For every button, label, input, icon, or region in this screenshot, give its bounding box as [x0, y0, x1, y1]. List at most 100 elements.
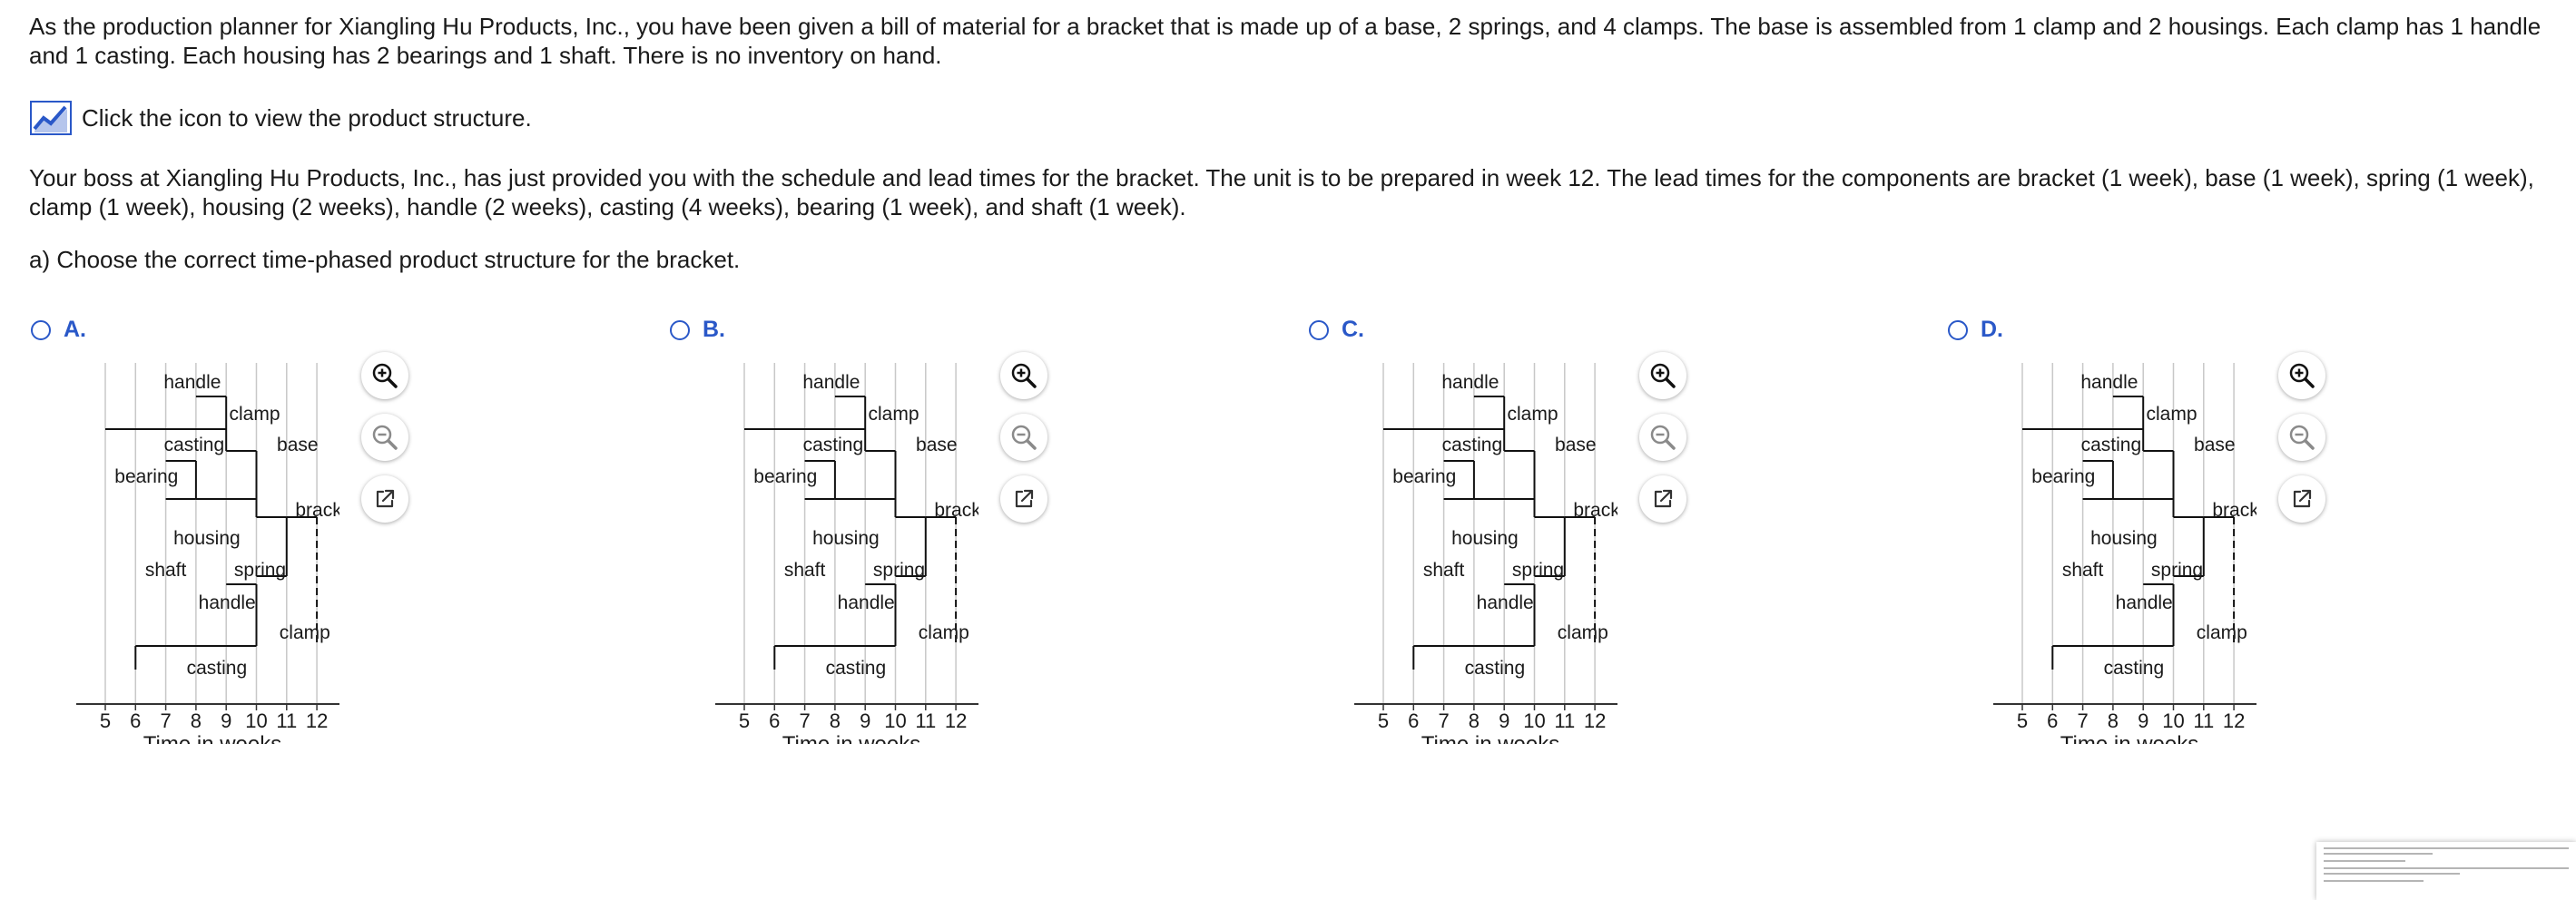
option-label: C.	[1342, 317, 1364, 342]
tick-label: 5	[2017, 709, 2028, 732]
zoom-in-icon	[372, 363, 398, 388]
zoom-in-button[interactable]	[1000, 352, 1047, 399]
tick-label: 11	[1554, 709, 1575, 732]
tick-label: 9	[2138, 709, 2148, 732]
tick-label: 6	[130, 709, 141, 732]
radio-button[interactable]	[31, 319, 51, 340]
thumbnail-line	[2324, 873, 2460, 875]
label-base: base	[277, 435, 319, 455]
label-casting: casting	[2104, 658, 2165, 679]
label-clamp: clamp	[2197, 622, 2247, 643]
radio-button[interactable]	[670, 319, 690, 340]
product-structure-diagram: 56789101112Time in weekshandleclampcasti…	[1354, 363, 1617, 744]
tick-label: 5	[100, 709, 111, 732]
open-in-new-window-button[interactable]	[1639, 475, 1686, 523]
zoom-in-button[interactable]	[361, 352, 408, 399]
tick-label: 12	[1584, 709, 1606, 732]
label-handle: handle	[2080, 372, 2138, 393]
label-shaft: shaft	[784, 560, 826, 581]
zoom-in-icon	[1011, 363, 1037, 388]
option-label: B.	[703, 317, 725, 342]
open-in-new-window-button[interactable]	[2278, 475, 2325, 523]
radio-button[interactable]	[1309, 319, 1329, 340]
tick-label: 6	[769, 709, 780, 732]
open-in-new-window-button[interactable]	[1000, 475, 1047, 523]
option-label: D.	[1981, 317, 2003, 342]
tick-label: 5	[739, 709, 750, 732]
option-c-radio-group[interactable]: C.	[1309, 317, 1364, 343]
tick-label: 11	[915, 709, 936, 732]
label-bearing: bearing	[753, 466, 817, 487]
zoom-out-button[interactable]	[1000, 414, 1047, 461]
tick-label: 10	[1523, 709, 1545, 732]
zoom-in-icon	[1650, 363, 1676, 388]
option-a[interactable]: A. 56789101112Time in weekshandleclampca…	[31, 313, 430, 785]
product-structure-diagram: 56789101112Time in weekshandleclampcasti…	[76, 363, 339, 744]
zoom-out-button[interactable]	[1639, 414, 1686, 461]
radio-button[interactable]	[1948, 319, 1968, 340]
question-paragraph-1: As the production planner for Xiangling …	[29, 13, 2542, 69]
chart-icon[interactable]	[29, 100, 73, 136]
option-a-radio-group[interactable]: A.	[31, 317, 86, 343]
product-structure-diagram: 56789101112Time in weekshandleclampcasti…	[715, 363, 978, 744]
tick-label: 7	[2077, 709, 2088, 732]
open-in-new-window-button[interactable]	[361, 475, 408, 523]
label-clamp: clamp	[2146, 404, 2197, 425]
product-structure-link[interactable]: Click the icon to view the product struc…	[29, 100, 532, 136]
page-thumbnail[interactable]	[2316, 842, 2576, 900]
label-base: base	[916, 435, 958, 455]
label-bearing: bearing	[2031, 466, 2095, 487]
label-casting: casting	[2081, 435, 2142, 455]
zoom-out-button[interactable]	[2278, 414, 2325, 461]
product-structure-text: Click the icon to view the product struc…	[82, 103, 532, 132]
zoom-out-icon	[1011, 425, 1037, 450]
label-housing: housing	[812, 528, 880, 549]
label-handle: handle	[802, 372, 860, 393]
label-casting: casting	[826, 658, 887, 679]
zoom-in-icon	[2289, 363, 2315, 388]
label-bracket: bracket	[934, 500, 978, 521]
label-bearing: bearing	[1392, 466, 1456, 487]
tick-label: 12	[2223, 709, 2245, 732]
thumbnail-line	[2324, 847, 2569, 849]
option-b[interactable]: B. 56789101112Time in weekshandleclampca…	[670, 313, 1069, 785]
product-structure-diagram: 56789101112Time in weekshandleclampcasti…	[1993, 363, 2256, 744]
label-casting: casting	[803, 435, 864, 455]
label-housing: housing	[1451, 528, 1519, 549]
label-clamp: clamp	[229, 404, 280, 425]
tick-label: 12	[306, 709, 328, 732]
label-handle: handle	[1477, 592, 1534, 613]
option-d[interactable]: D. 56789101112Time in weekshandleclampca…	[1948, 313, 2347, 785]
option-c[interactable]: C. 56789101112Time in weekshandleclampca…	[1309, 313, 1708, 785]
label-spring: spring	[2151, 560, 2203, 581]
label-shaft: shaft	[1423, 560, 1465, 581]
zoom-out-button[interactable]	[361, 414, 408, 461]
label-clamp: clamp	[919, 622, 969, 643]
tick-label: 5	[1378, 709, 1389, 732]
tick-label: 12	[945, 709, 967, 732]
label-spring: spring	[234, 560, 286, 581]
tick-label: 9	[860, 709, 870, 732]
label-handle: handle	[163, 372, 221, 393]
label-handle: handle	[199, 592, 256, 613]
x-axis-title: Time in weeks	[143, 732, 281, 744]
zoom-in-button[interactable]	[1639, 352, 1686, 399]
tick-label: 9	[1499, 709, 1509, 732]
zoom-out-icon	[372, 425, 398, 450]
external-link-icon	[2293, 489, 2312, 508]
label-base: base	[1555, 435, 1597, 455]
thumbnail-line	[2324, 880, 2424, 882]
tick-label: 8	[191, 709, 202, 732]
option-d-radio-group[interactable]: D.	[1948, 317, 2003, 343]
tick-label: 7	[799, 709, 810, 732]
zoom-in-button[interactable]	[2278, 352, 2325, 399]
tick-label: 8	[830, 709, 841, 732]
label-handle: handle	[838, 592, 895, 613]
tick-label: 9	[221, 709, 231, 732]
label-clamp: clamp	[280, 622, 330, 643]
external-link-icon	[1015, 489, 1034, 508]
label-casting: casting	[187, 658, 248, 679]
label-base: base	[2194, 435, 2236, 455]
option-b-radio-group[interactable]: B.	[670, 317, 725, 343]
tick-label: 8	[1469, 709, 1480, 732]
